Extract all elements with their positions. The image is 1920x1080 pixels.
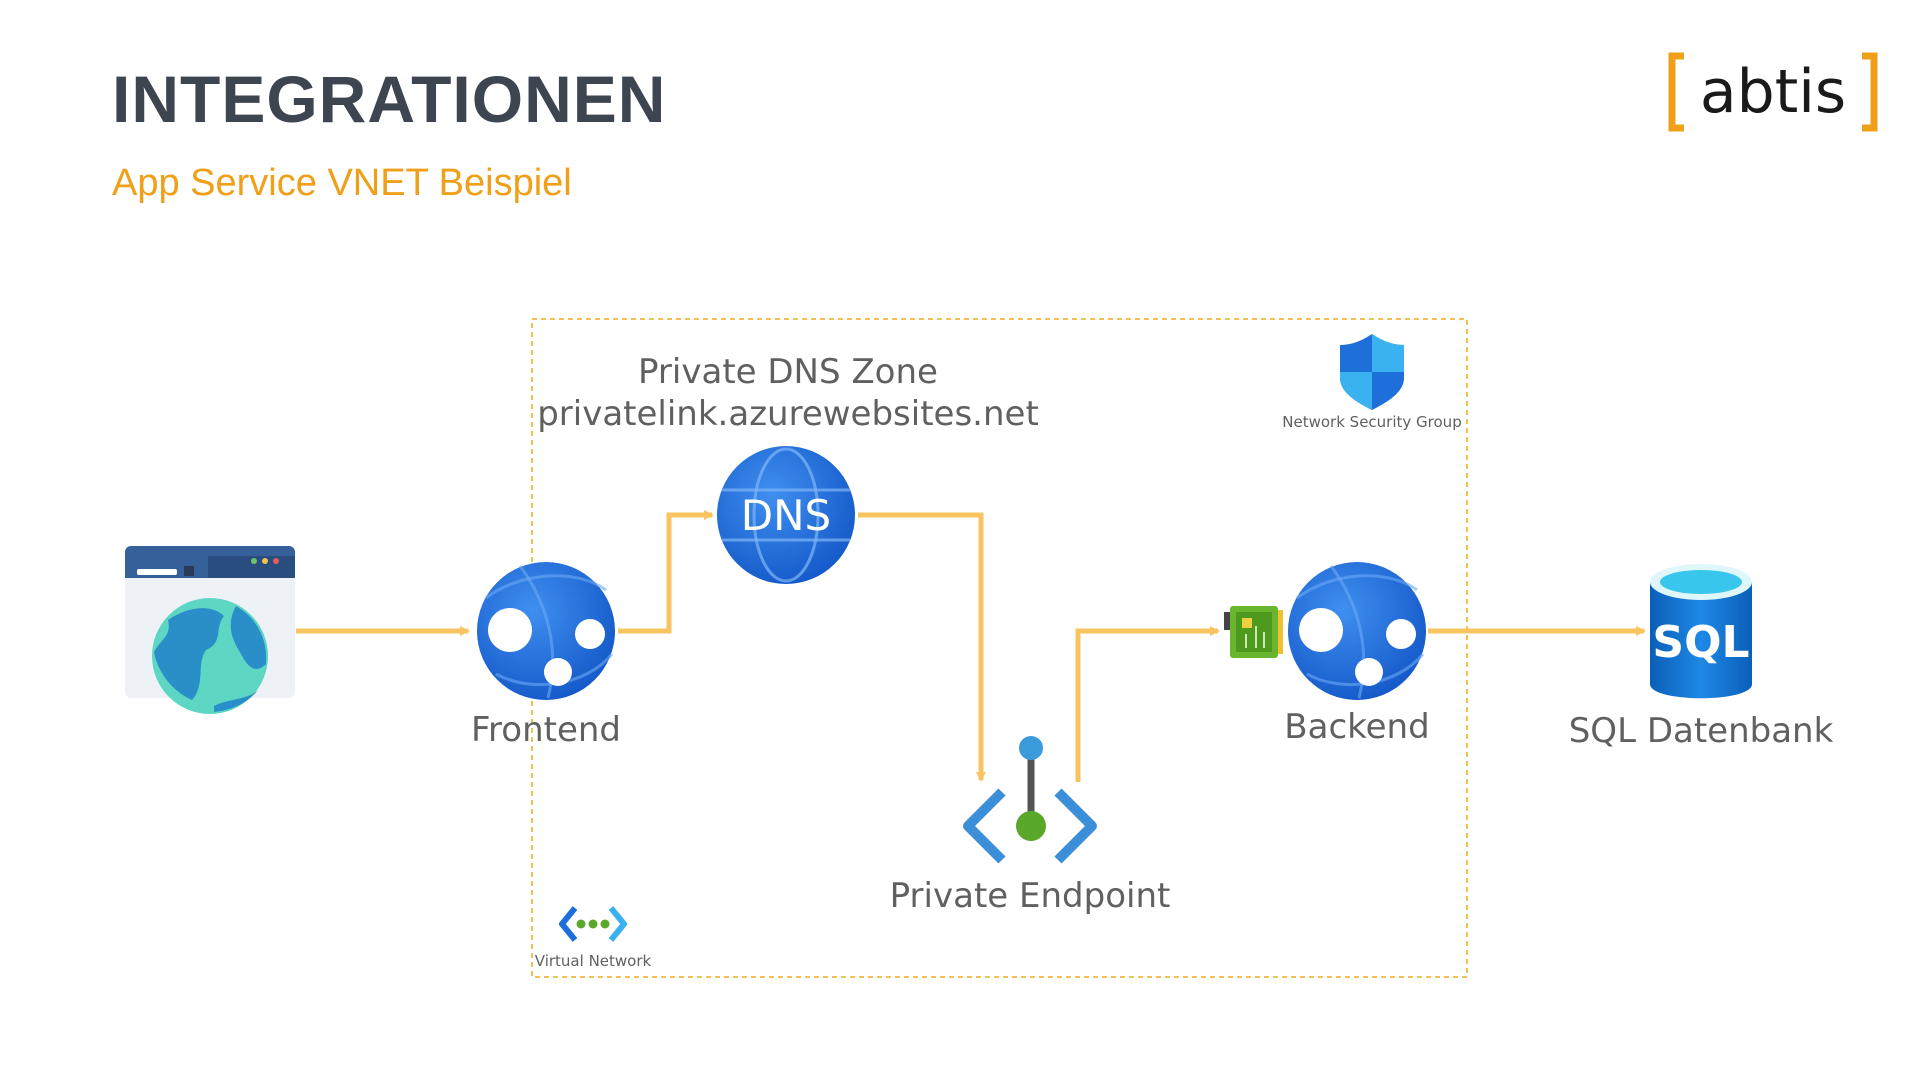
private-endpoint-label: Private Endpoint [890, 876, 1171, 916]
page-subtitle: App Service VNET Beispiel [112, 162, 572, 204]
backend-app-service-icon [1288, 562, 1426, 700]
arrow-frontend-to-dns [618, 510, 714, 634]
private-endpoint-icon [963, 736, 1097, 864]
arrow-endpoint-to-backend [1075, 626, 1220, 782]
virtual-network-icon [559, 906, 627, 942]
frontend-app-service-icon [477, 562, 615, 700]
nsg-label: Network Security Group [1282, 413, 1461, 431]
logo-text: abtis [1700, 57, 1846, 127]
sql-icon-text: SQL [1652, 617, 1749, 668]
network-security-group-icon [1340, 334, 1404, 410]
sql-label: SQL Datenbank [1569, 711, 1834, 751]
browser-globe-icon [125, 546, 295, 714]
dns-icon: DNS [717, 446, 855, 584]
sql-database-icon: SQL [1650, 564, 1752, 699]
dns-zone-domain: privatelink.azurewebsites.net [537, 394, 1039, 434]
arrow-dns-to-endpoint [858, 512, 986, 782]
frontend-label: Frontend [471, 710, 621, 750]
page-title: INTEGRATIONEN [112, 62, 667, 136]
network-interface-icon [1224, 606, 1283, 658]
backend-label: Backend [1284, 707, 1429, 747]
connection-arrows [296, 510, 1646, 782]
abtis-logo: abtis [1668, 52, 1878, 132]
dns-icon-text: DNS [741, 491, 831, 540]
vnet-label: Virtual Network [535, 952, 652, 970]
dns-zone-title: Private DNS Zone [638, 352, 938, 392]
